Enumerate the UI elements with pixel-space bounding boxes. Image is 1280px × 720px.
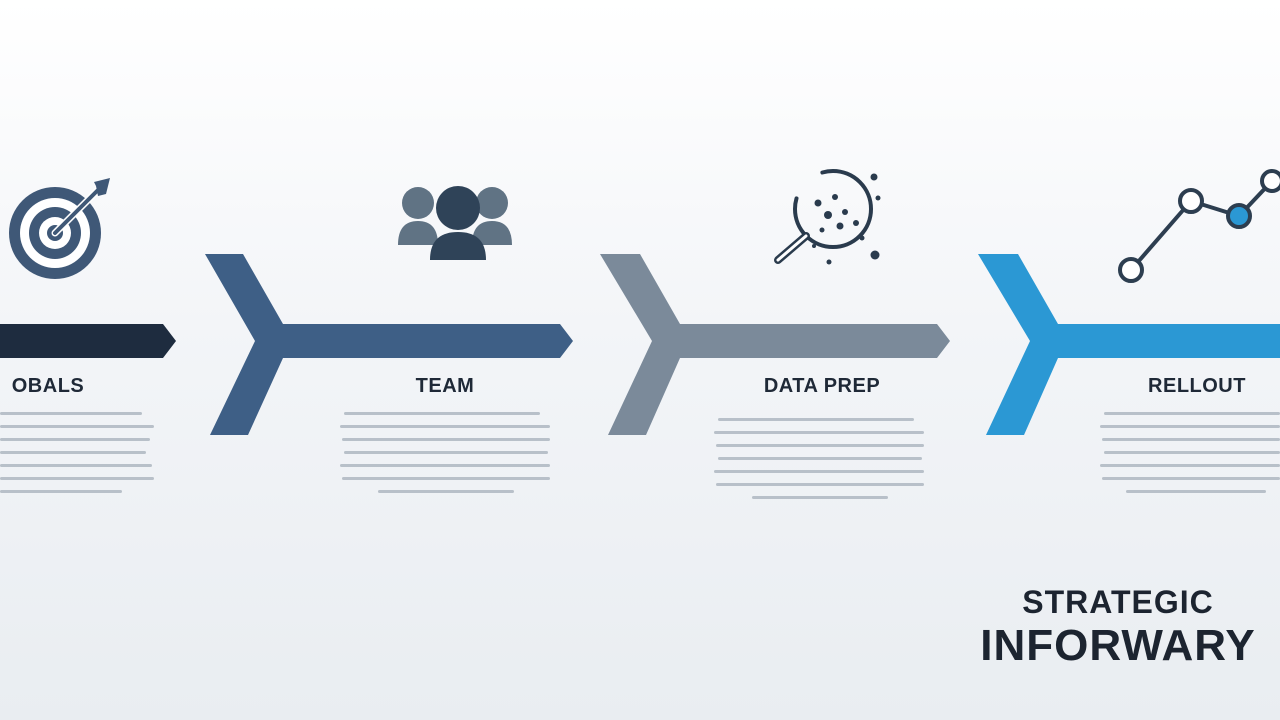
step-rollout-description bbox=[1100, 412, 1280, 493]
step-team-arrow bbox=[205, 254, 573, 435]
step-goals-description bbox=[0, 412, 154, 493]
step-team: TEAM bbox=[205, 186, 573, 493]
step-team-description bbox=[340, 412, 550, 493]
brand-subtitle: STRATEGIC bbox=[1022, 584, 1214, 620]
step-data-prep: DATA PREP bbox=[600, 169, 950, 499]
team-icon bbox=[398, 186, 512, 260]
step-rollout-title: RELLOUT bbox=[1148, 375, 1246, 397]
step-goals-title: OBALS bbox=[12, 375, 85, 397]
target-icon bbox=[9, 178, 110, 279]
step-goals: OBALS bbox=[0, 178, 176, 493]
line-graph-icon bbox=[1118, 169, 1280, 283]
step-team-title: TEAM bbox=[416, 375, 475, 397]
step-goals-bar bbox=[0, 324, 176, 358]
step-rollout: RELLOUT bbox=[978, 169, 1280, 493]
brand-block: STRATEGIC INFORWARY bbox=[960, 586, 1276, 668]
step-data-prep-title: DATA PREP bbox=[764, 375, 880, 397]
step-rollout-arrow bbox=[978, 254, 1280, 435]
brand-title: INFORWARY bbox=[980, 621, 1256, 670]
step-data-prep-description bbox=[714, 418, 924, 499]
magnifier-data-icon bbox=[774, 169, 881, 265]
step-data-prep-arrow bbox=[600, 254, 950, 435]
